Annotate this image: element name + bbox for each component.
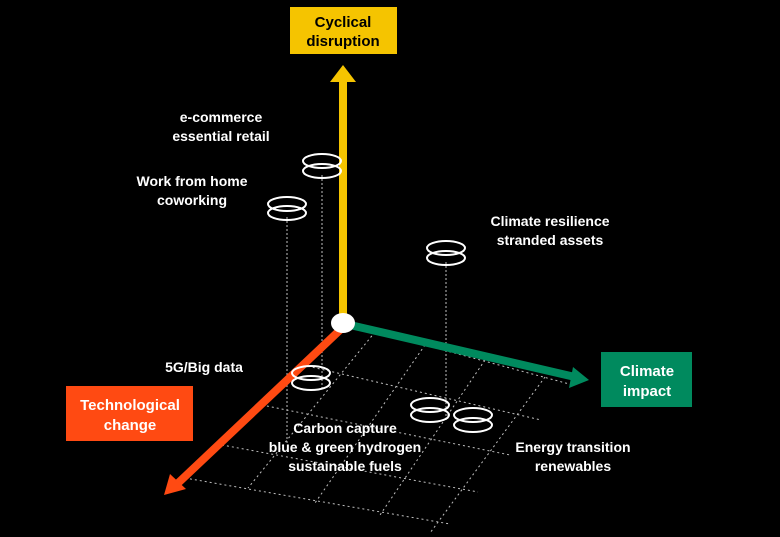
svg-text:Carbon capture: Carbon capture bbox=[293, 420, 397, 436]
axis-label-tech: Technological change bbox=[66, 386, 193, 441]
disc-icon-ecommerce bbox=[302, 153, 342, 179]
label-wfh: Work from home coworking bbox=[137, 173, 248, 208]
origin-node bbox=[331, 313, 355, 333]
svg-text:Climate: Climate bbox=[620, 363, 674, 380]
axis-cyclical bbox=[330, 65, 356, 318]
droplines bbox=[286, 175, 447, 445]
svg-text:sustainable fuels: sustainable fuels bbox=[288, 458, 402, 474]
svg-text:Technological: Technological bbox=[80, 397, 180, 414]
label-ecommerce: e-commerce essential retail bbox=[172, 109, 269, 144]
svg-text:blue & green hydrogen: blue & green hydrogen bbox=[269, 439, 421, 455]
label-energy: Energy transition renewables bbox=[515, 439, 630, 474]
label-carbon: Carbon capture blue & green hydrogen sus… bbox=[269, 420, 421, 474]
svg-text:Work from home: Work from home bbox=[137, 173, 248, 189]
svg-text:essential retail: essential retail bbox=[172, 128, 269, 144]
svg-text:renewables: renewables bbox=[535, 458, 611, 474]
svg-text:Climate resilience: Climate resilience bbox=[490, 213, 609, 229]
axis-label-cyclical: Cyclical disruption bbox=[290, 7, 397, 54]
svg-text:coworking: coworking bbox=[157, 192, 227, 208]
disc-markers bbox=[267, 153, 493, 433]
axis-climate bbox=[349, 321, 589, 388]
svg-text:Energy transition: Energy transition bbox=[515, 439, 630, 455]
svg-text:change: change bbox=[104, 417, 157, 434]
disc-icon-carbon bbox=[410, 397, 450, 423]
svg-text:5G/Big data: 5G/Big data bbox=[165, 359, 243, 375]
axis-label-climate: Climate impact bbox=[601, 352, 692, 407]
svg-text:e-commerce: e-commerce bbox=[180, 109, 263, 125]
disc-icon-5g bbox=[291, 365, 331, 391]
label-5g: 5G/Big data bbox=[165, 359, 243, 375]
axis-tech bbox=[164, 327, 343, 495]
svg-text:Cyclical: Cyclical bbox=[315, 14, 372, 31]
svg-text:stranded assets: stranded assets bbox=[497, 232, 604, 248]
svg-text:disruption: disruption bbox=[306, 33, 379, 50]
label-climate-res: Climate resilience stranded assets bbox=[490, 213, 609, 248]
ground-grid bbox=[184, 322, 574, 534]
disc-icon-energy bbox=[453, 407, 493, 433]
disc-icon-wfh bbox=[267, 196, 307, 221]
disc-icon-climate-res bbox=[426, 240, 466, 266]
svg-text:impact: impact bbox=[623, 383, 671, 400]
